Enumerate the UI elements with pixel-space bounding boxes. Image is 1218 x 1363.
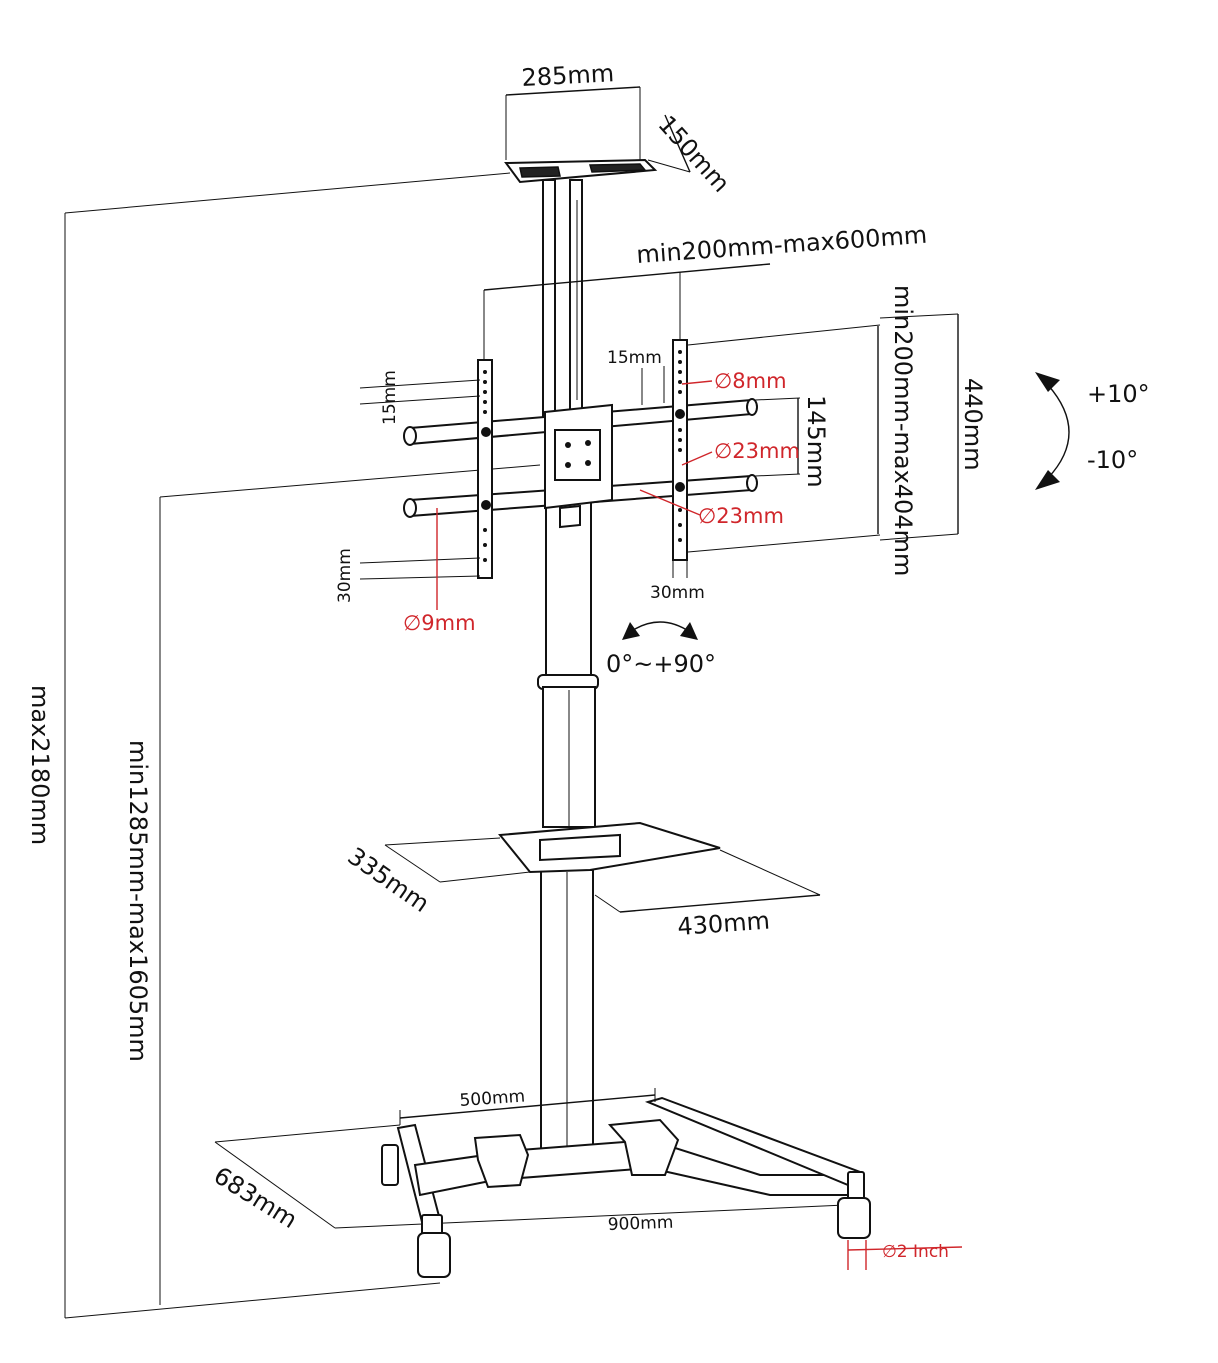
label-vesa-vertical: min200mm-max404mm — [889, 285, 917, 576]
label-height-range: min1285mm-max1605mm — [124, 740, 152, 1062]
label-vesa-horizontal: min200mm-max600mm — [635, 221, 928, 269]
label-max-height: max2180mm — [26, 685, 54, 845]
wheel-right — [837, 1171, 871, 1239]
bracket-holes — [483, 350, 682, 562]
height-reference-lines — [64, 172, 541, 1319]
vesa-bracket — [403, 339, 758, 579]
label-slot-15-right: 15mm — [607, 348, 662, 368]
arrow-left-icon — [622, 622, 640, 640]
label-hole-8: ∅8mm — [714, 369, 787, 393]
label-base-depth: 683mm — [209, 1161, 302, 1234]
label-hole-9: ∅9mm — [403, 611, 476, 635]
tilt-arrow — [1035, 372, 1070, 490]
bracket-dimension-lines — [359, 263, 959, 610]
middle-shelf — [384, 821, 821, 913]
rotation-arrow — [622, 621, 698, 640]
wheel-left-front — [417, 1214, 451, 1278]
upper-column — [542, 179, 583, 421]
label-top-depth: 150mm — [653, 110, 736, 198]
label-top-width: 285mm — [521, 59, 615, 92]
label-hole-23-b: ∅23mm — [698, 504, 784, 528]
wheel-left-rear — [381, 1144, 399, 1186]
arrow-down-icon — [1035, 470, 1060, 490]
label-wheel: ∅2 Inch — [882, 1242, 949, 1262]
label-tilt-down: -10° — [1087, 446, 1138, 474]
arrow-right-icon — [680, 622, 698, 640]
label-arm-spacing: 145mm — [802, 395, 830, 488]
main-column — [537, 499, 599, 1151]
label-slot-30-left: 30mm — [335, 548, 355, 603]
label-rotation: 0°~+90° — [606, 650, 716, 678]
label-shelf-depth: 335mm — [343, 842, 435, 918]
label-slot-15-left: 15mm — [380, 370, 400, 425]
label-bracket-height: 440mm — [959, 378, 987, 471]
label-shelf-width: 430mm — [676, 907, 770, 941]
label-base-inner: 500mm — [459, 1086, 526, 1111]
arrow-up-icon — [1035, 372, 1060, 392]
base — [214, 1088, 963, 1278]
top-tray — [504, 86, 691, 184]
label-hole-23-a: ∅23mm — [714, 439, 800, 463]
label-base-width: 900mm — [607, 1213, 673, 1235]
label-slot-30-right: 30mm — [650, 583, 705, 603]
label-tilt-up: +10° — [1087, 380, 1150, 408]
